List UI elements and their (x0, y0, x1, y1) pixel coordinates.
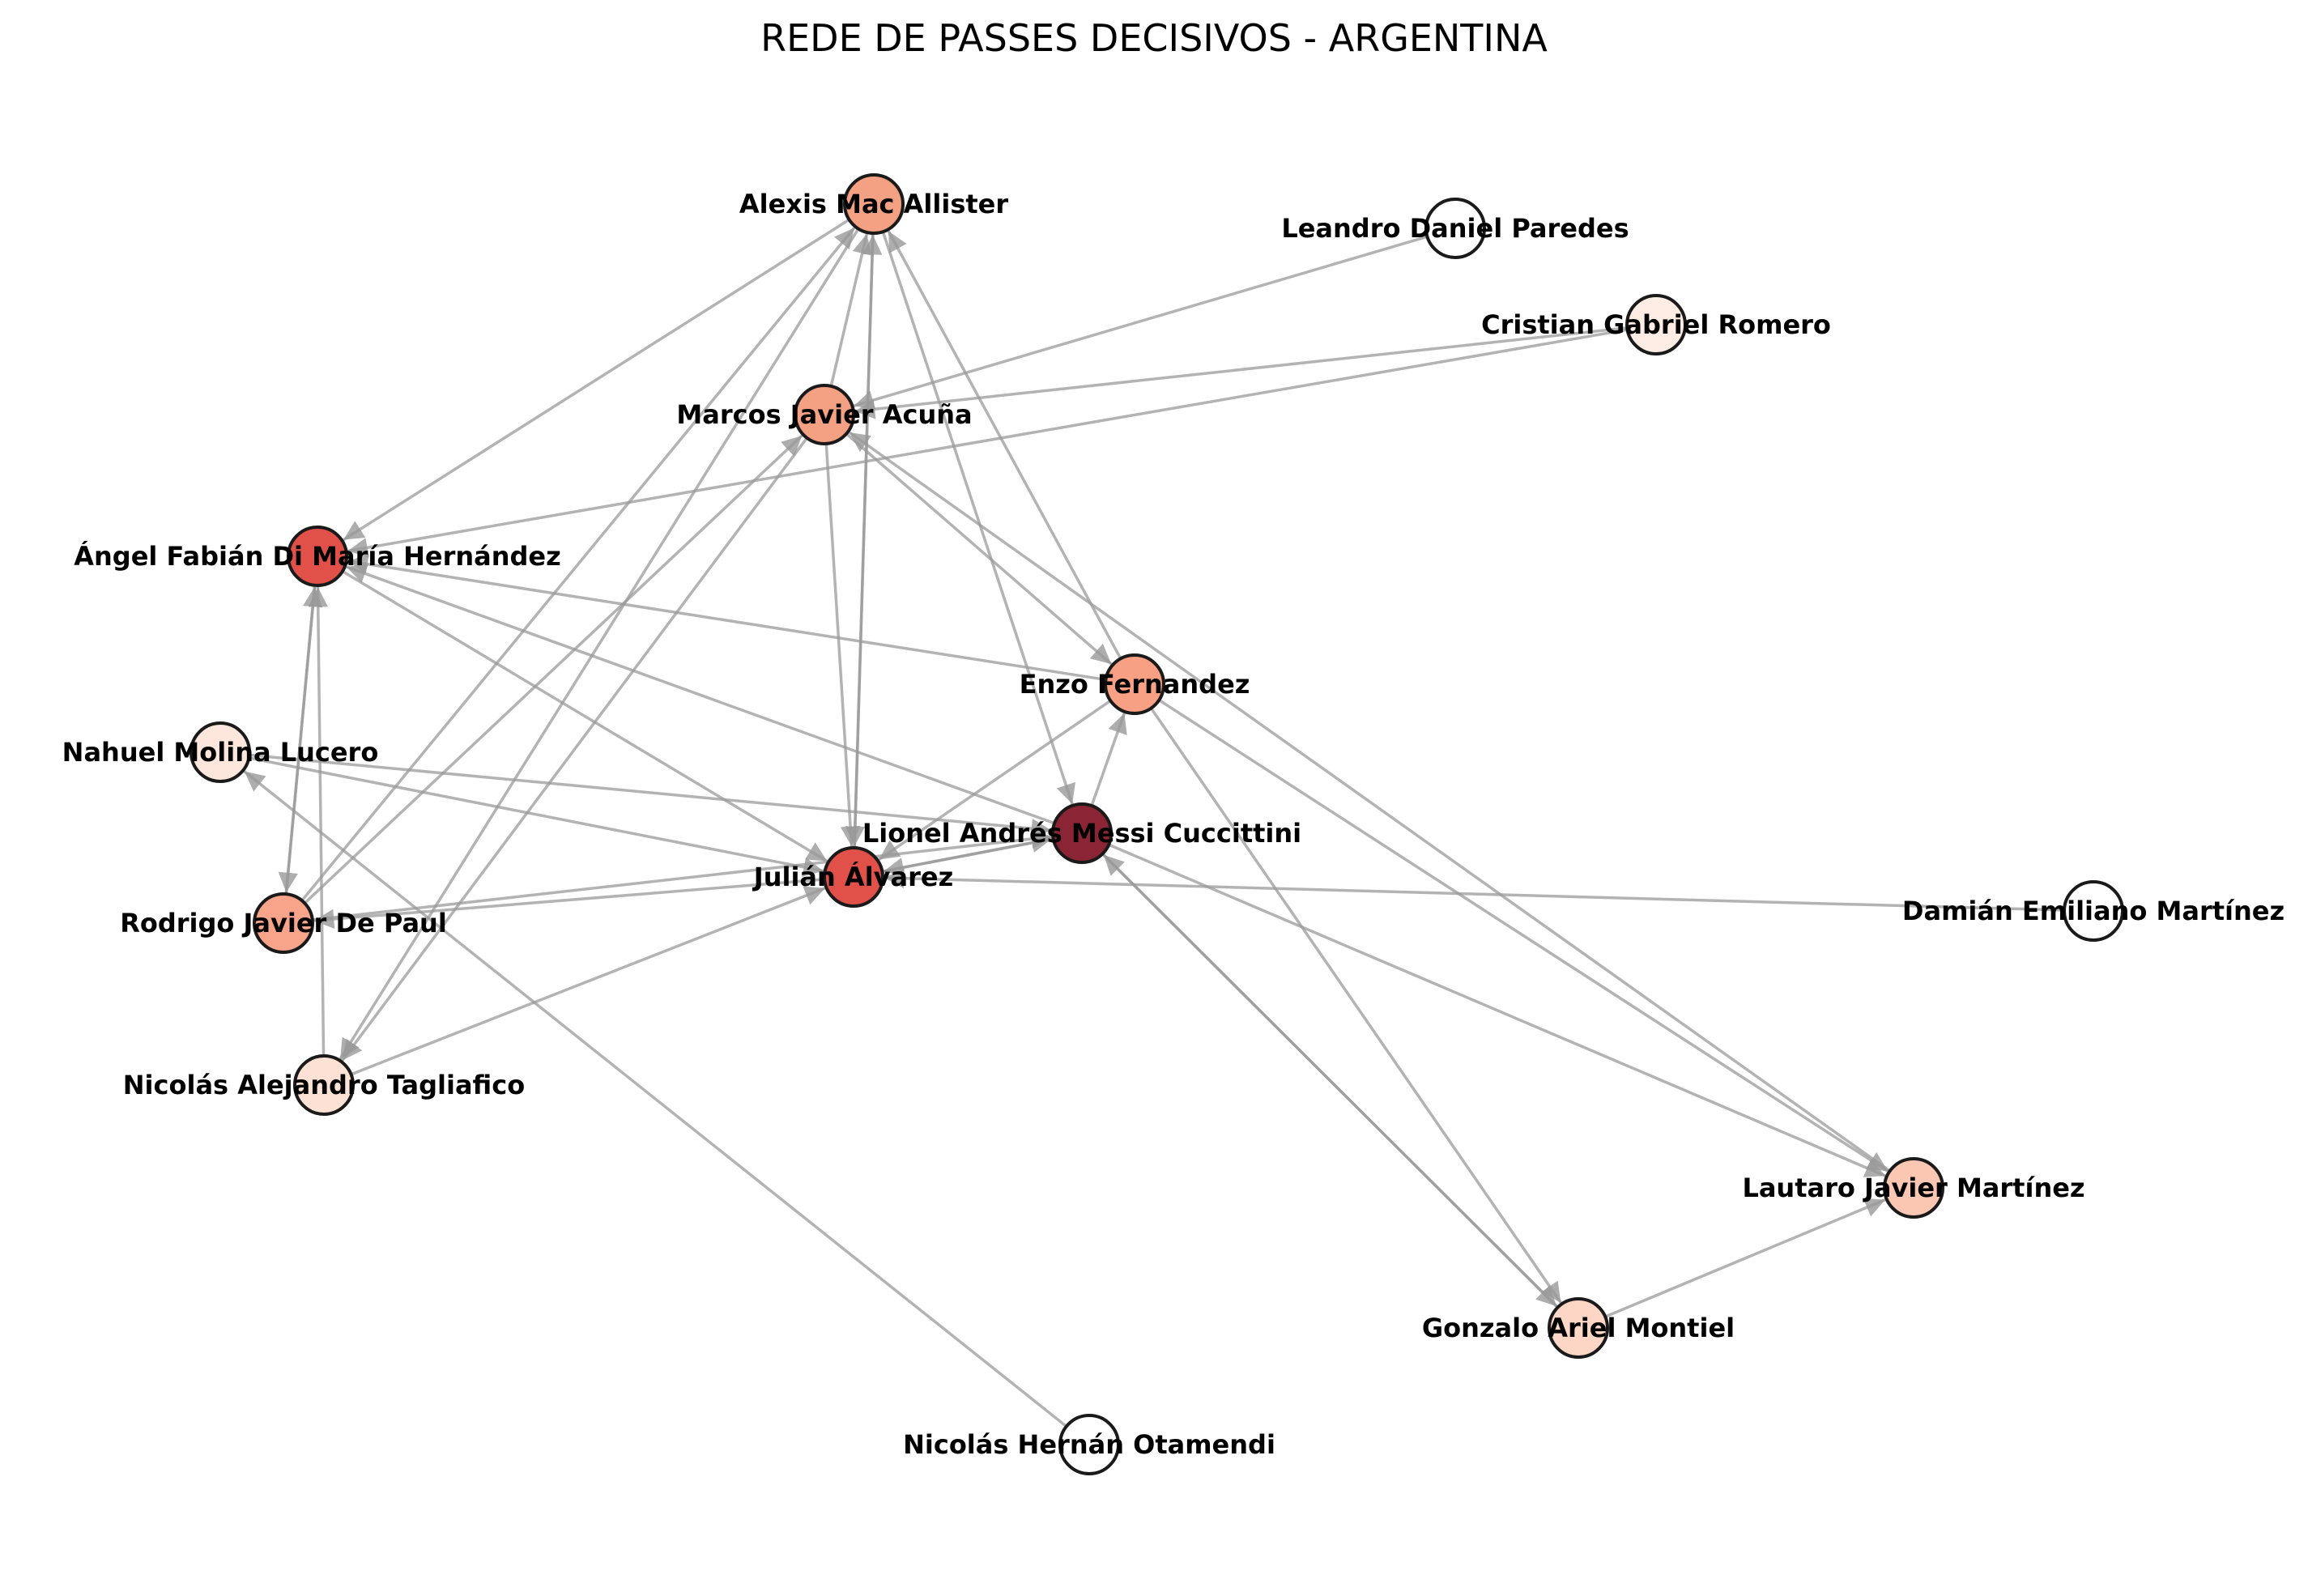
node-label-nahuel: Nahuel Molina Lucero (62, 737, 379, 768)
node-label-angel: Ángel Fabián Di María Hernández (74, 541, 560, 572)
edge-marcos-to-enzo (845, 432, 1113, 666)
edge-marcos-to-julian (824, 443, 861, 847)
node-cristian[interactable] (1625, 294, 1687, 355)
edge-gonzalo-to-lautaro (1604, 1198, 1886, 1318)
edge-nahuel-to-messi (249, 753, 1052, 839)
node-label-messi: Lionel Andrés Messi Cuccittini (862, 818, 1301, 849)
node-label-alexis: Alexis Mac Allister (739, 189, 1009, 219)
edge-rodrigo-to-alexis (300, 227, 856, 902)
edge-messi-to-enzo (1090, 713, 1127, 807)
node-damian[interactable] (2063, 880, 2124, 942)
edge-rodrigo-to-marcos (304, 434, 803, 904)
node-nahuel[interactable] (189, 721, 251, 783)
node-label-marcos: Marcos Javier Acuña (676, 399, 972, 430)
edge-otamendi-to-nahuel (243, 770, 1067, 1428)
edge-marcos-to-tagliafico (341, 436, 808, 1062)
edge-leandro-to-marcos (853, 235, 1428, 411)
node-julian[interactable] (823, 846, 884, 908)
edge-tagliafico-to-angel (308, 586, 329, 1057)
edge-messi-to-lautaro (1108, 843, 1886, 1177)
edge-marcos-to-alexis (829, 233, 872, 387)
node-label-rodrigo: Rodrigo Javier De Paul (120, 908, 447, 938)
edge-julian-to-alexis (853, 234, 883, 849)
edge-alexis-to-messi (881, 231, 1076, 805)
edge-lautaro-to-marcos (848, 431, 1891, 1173)
node-label-enzo: Enzo Fernandez (1020, 669, 1250, 700)
edges-layer (243, 218, 2065, 1428)
edge-nahuel-to-julian (248, 756, 824, 877)
edge-cristian-to-angel (347, 328, 1628, 558)
node-rodrigo[interactable] (253, 892, 314, 954)
edge-alexis-to-tagliafico (339, 228, 860, 1060)
edge-cristian-to-marcos (854, 326, 1628, 419)
edge-julian-to-rodrigo (313, 878, 825, 930)
edge-angel-to-julian (341, 569, 828, 862)
node-leandro[interactable] (1424, 198, 1486, 259)
edge-messi-to-angel (346, 564, 1055, 825)
node-label-otamendi: Nicolás Hernán Otamendi (903, 1429, 1275, 1460)
node-label-damian: Damián Emiliano Martínez (1902, 896, 2285, 926)
edge-damian-to-julian (884, 868, 2065, 912)
node-label-cristian: Cristian Gabriel Romero (1481, 309, 1831, 340)
edge-messi-to-julian (883, 837, 1054, 878)
node-lautaro[interactable] (1883, 1157, 1944, 1219)
diagram-title: REDE DE PASSES DECISIVOS - ARGENTINA (760, 16, 1548, 60)
edge-enzo-to-angel (347, 554, 1106, 682)
edge-enzo-to-alexis (887, 230, 1122, 660)
node-tagliafico[interactable] (293, 1054, 355, 1116)
node-otamendi[interactable] (1058, 1414, 1120, 1475)
edge-tagliafico-to-julian (350, 886, 826, 1076)
node-label-lautaro: Lautaro Javier Martínez (1742, 1173, 2084, 1203)
node-angel[interactable] (287, 526, 348, 587)
node-messi[interactable] (1051, 802, 1113, 864)
node-gonzalo[interactable] (1548, 1297, 1609, 1359)
node-label-leandro: Leandro Daniel Paredes (1281, 213, 1629, 244)
nodes-layer (189, 173, 2124, 1475)
edge-enzo-to-lautaro (1158, 699, 1889, 1173)
edge-enzo-to-gonzalo (1149, 707, 1562, 1304)
edge-enzo-to-julian (878, 699, 1112, 861)
node-enzo[interactable] (1104, 653, 1165, 715)
edge-gonzalo-to-messi (1102, 853, 1559, 1309)
edge-rodrigo-to-messi (312, 828, 1052, 921)
node-label-gonzalo: Gonzalo Ariel Montiel (1422, 1313, 1735, 1343)
node-alexis[interactable] (843, 173, 905, 235)
node-label-tagliafico: Nicolás Alejandro Tagliafico (123, 1070, 525, 1100)
edge-alexis-to-angel (343, 218, 850, 542)
node-label-julian: Julián Álvarez (752, 862, 953, 892)
edge-rodrigo-to-angel (284, 586, 323, 895)
node-marcos[interactable] (794, 384, 855, 445)
